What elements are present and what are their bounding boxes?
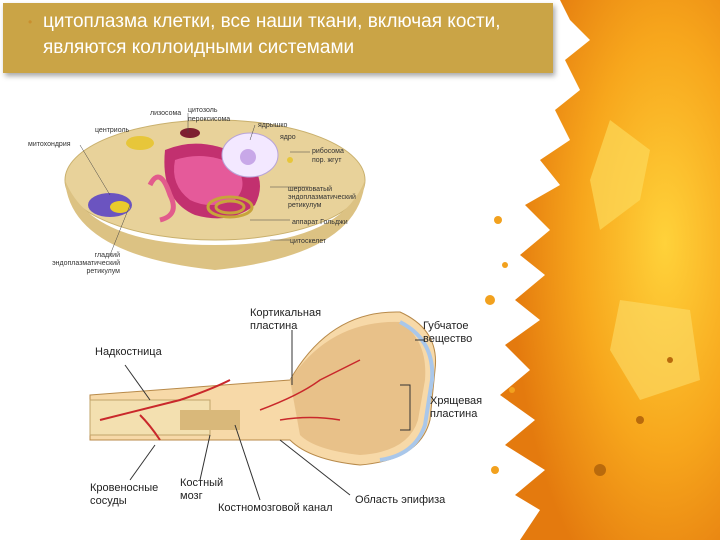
label-tsentriol: центриоль [95, 127, 130, 134]
cell-diagram [64, 113, 366, 270]
label-krovenosnye: Кровеносные сосуды [90, 482, 159, 507]
label-gubchatoe: Губчатое вещество [423, 320, 473, 345]
label-apparat: аппарат Гольджи [292, 219, 348, 226]
label-mitokhondriya: митохондрия [28, 141, 71, 148]
label-yadro: ядро [280, 134, 296, 141]
label-kostny-mozg: Костный мозг [180, 477, 224, 502]
label-sherokhovaty: шероховатый эндоплазматический ретикулум [288, 186, 356, 209]
label-kortikalnaya: Кортикальная пластина [250, 307, 322, 332]
label-ribosoma: рибосома [312, 148, 344, 155]
label-gladky: гладкий эндоплазматический ретикулум [52, 252, 120, 275]
label-peroksisoma: пероксисома [188, 116, 231, 123]
title-box: • цитоплазма клетки, все наши ткани, вкл… [3, 3, 553, 73]
label-kostnomozgovoy: Костномозговой канал [218, 502, 333, 514]
label-pornaya: пор. жгут [312, 157, 342, 164]
label-tsitoskelet: цитоскелет [290, 238, 327, 245]
label-tsitozol: цитозоль [188, 107, 218, 114]
title-bullet: • [28, 15, 33, 29]
label-oblast: Область эпифиза [355, 494, 446, 506]
label-lizosoma: лизосома [150, 110, 182, 117]
label-yaderyshko: ядрышко [258, 122, 288, 129]
slide-title: цитоплазма клетки, все наши ткани, включ… [43, 11, 501, 58]
label-khryashchevaya: Хрящевая пластина [430, 395, 483, 420]
label-nadkostnitsa: Надкостница [95, 346, 162, 358]
bone-diagram [89, 311, 437, 501]
